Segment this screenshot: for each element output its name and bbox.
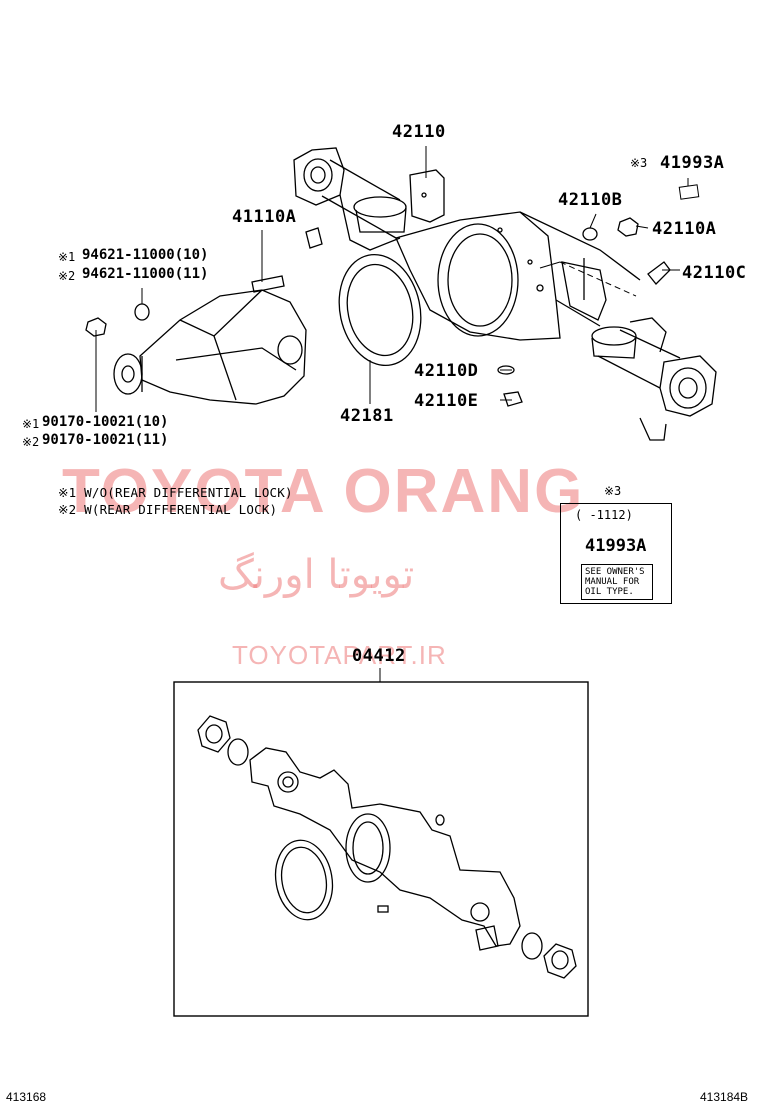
differential-carrier — [113, 289, 307, 405]
label-box-mark: ※3 — [604, 484, 622, 498]
label-04412[interactable]: 04412 — [352, 646, 406, 666]
watermark-persian: تویوتا اورنگ — [218, 552, 415, 598]
label-41110a[interactable]: 41110A — [232, 207, 297, 227]
caution-line-2: MANUAL FOR — [585, 577, 640, 587]
watermark-site: TOYOTAPART.IR — [232, 640, 447, 670]
label-42110a[interactable]: 42110A — [652, 219, 717, 239]
gasket-kit-box — [173, 681, 589, 1017]
label-90170-11[interactable]: 90170-10021(11) — [42, 432, 169, 448]
label-42110[interactable]: 42110 — [392, 122, 446, 142]
caution-line-3: OIL TYPE. — [585, 587, 634, 597]
axle-housing-42110 — [293, 147, 717, 441]
caution-label-plate: SEE OWNER'S MANUAL FOR OIL TYPE. — [581, 564, 653, 600]
mark-3-top: ※3 — [630, 156, 648, 170]
gasket-42181 — [338, 253, 422, 367]
label-box-range: ( -1112) — [575, 508, 633, 522]
illustration-id-right: 413184B — [700, 1090, 749, 1104]
leader-lines — [95, 146, 700, 682]
mark-2-b: ※2 — [22, 435, 40, 449]
mark-1-b: ※1 — [22, 417, 40, 431]
watermark-latin: TOYOTA ORANG — [62, 457, 585, 526]
label-94621-10[interactable]: 94621-11000(10) — [82, 247, 209, 263]
mark-2-a: ※2 — [58, 269, 76, 283]
gasket-kit-04412 — [197, 715, 577, 979]
label-42110b[interactable]: 42110B — [558, 190, 623, 210]
label-42110c[interactable]: 42110C — [682, 263, 747, 283]
label-42110d[interactable]: 42110D — [414, 361, 479, 381]
label-41993a-top[interactable]: 41993A — [660, 153, 725, 173]
note-with-diff-lock: ※2 W(REAR DIFFERENTIAL LOCK) — [58, 502, 278, 517]
caution-line-1: SEE OWNER'S — [585, 567, 645, 577]
label-42110e[interactable]: 42110E — [414, 391, 479, 411]
note-without-diff-lock: ※1 W/O(REAR DIFFERENTIAL LOCK) — [58, 485, 293, 500]
small-parts — [85, 217, 671, 407]
label-42181[interactable]: 42181 — [340, 406, 394, 426]
mark-1-a: ※1 — [58, 250, 76, 264]
label-box-part-41993a[interactable]: 41993A — [585, 536, 647, 556]
illustration-id-left: 413168 — [6, 1090, 47, 1104]
label-94621-11[interactable]: 94621-11000(11) — [82, 266, 209, 282]
label-90170-10[interactable]: 90170-10021(10) — [42, 414, 169, 430]
caution-label-box: ( -1112) 41993A SEE OWNER'S MANUAL FOR O… — [560, 503, 672, 604]
